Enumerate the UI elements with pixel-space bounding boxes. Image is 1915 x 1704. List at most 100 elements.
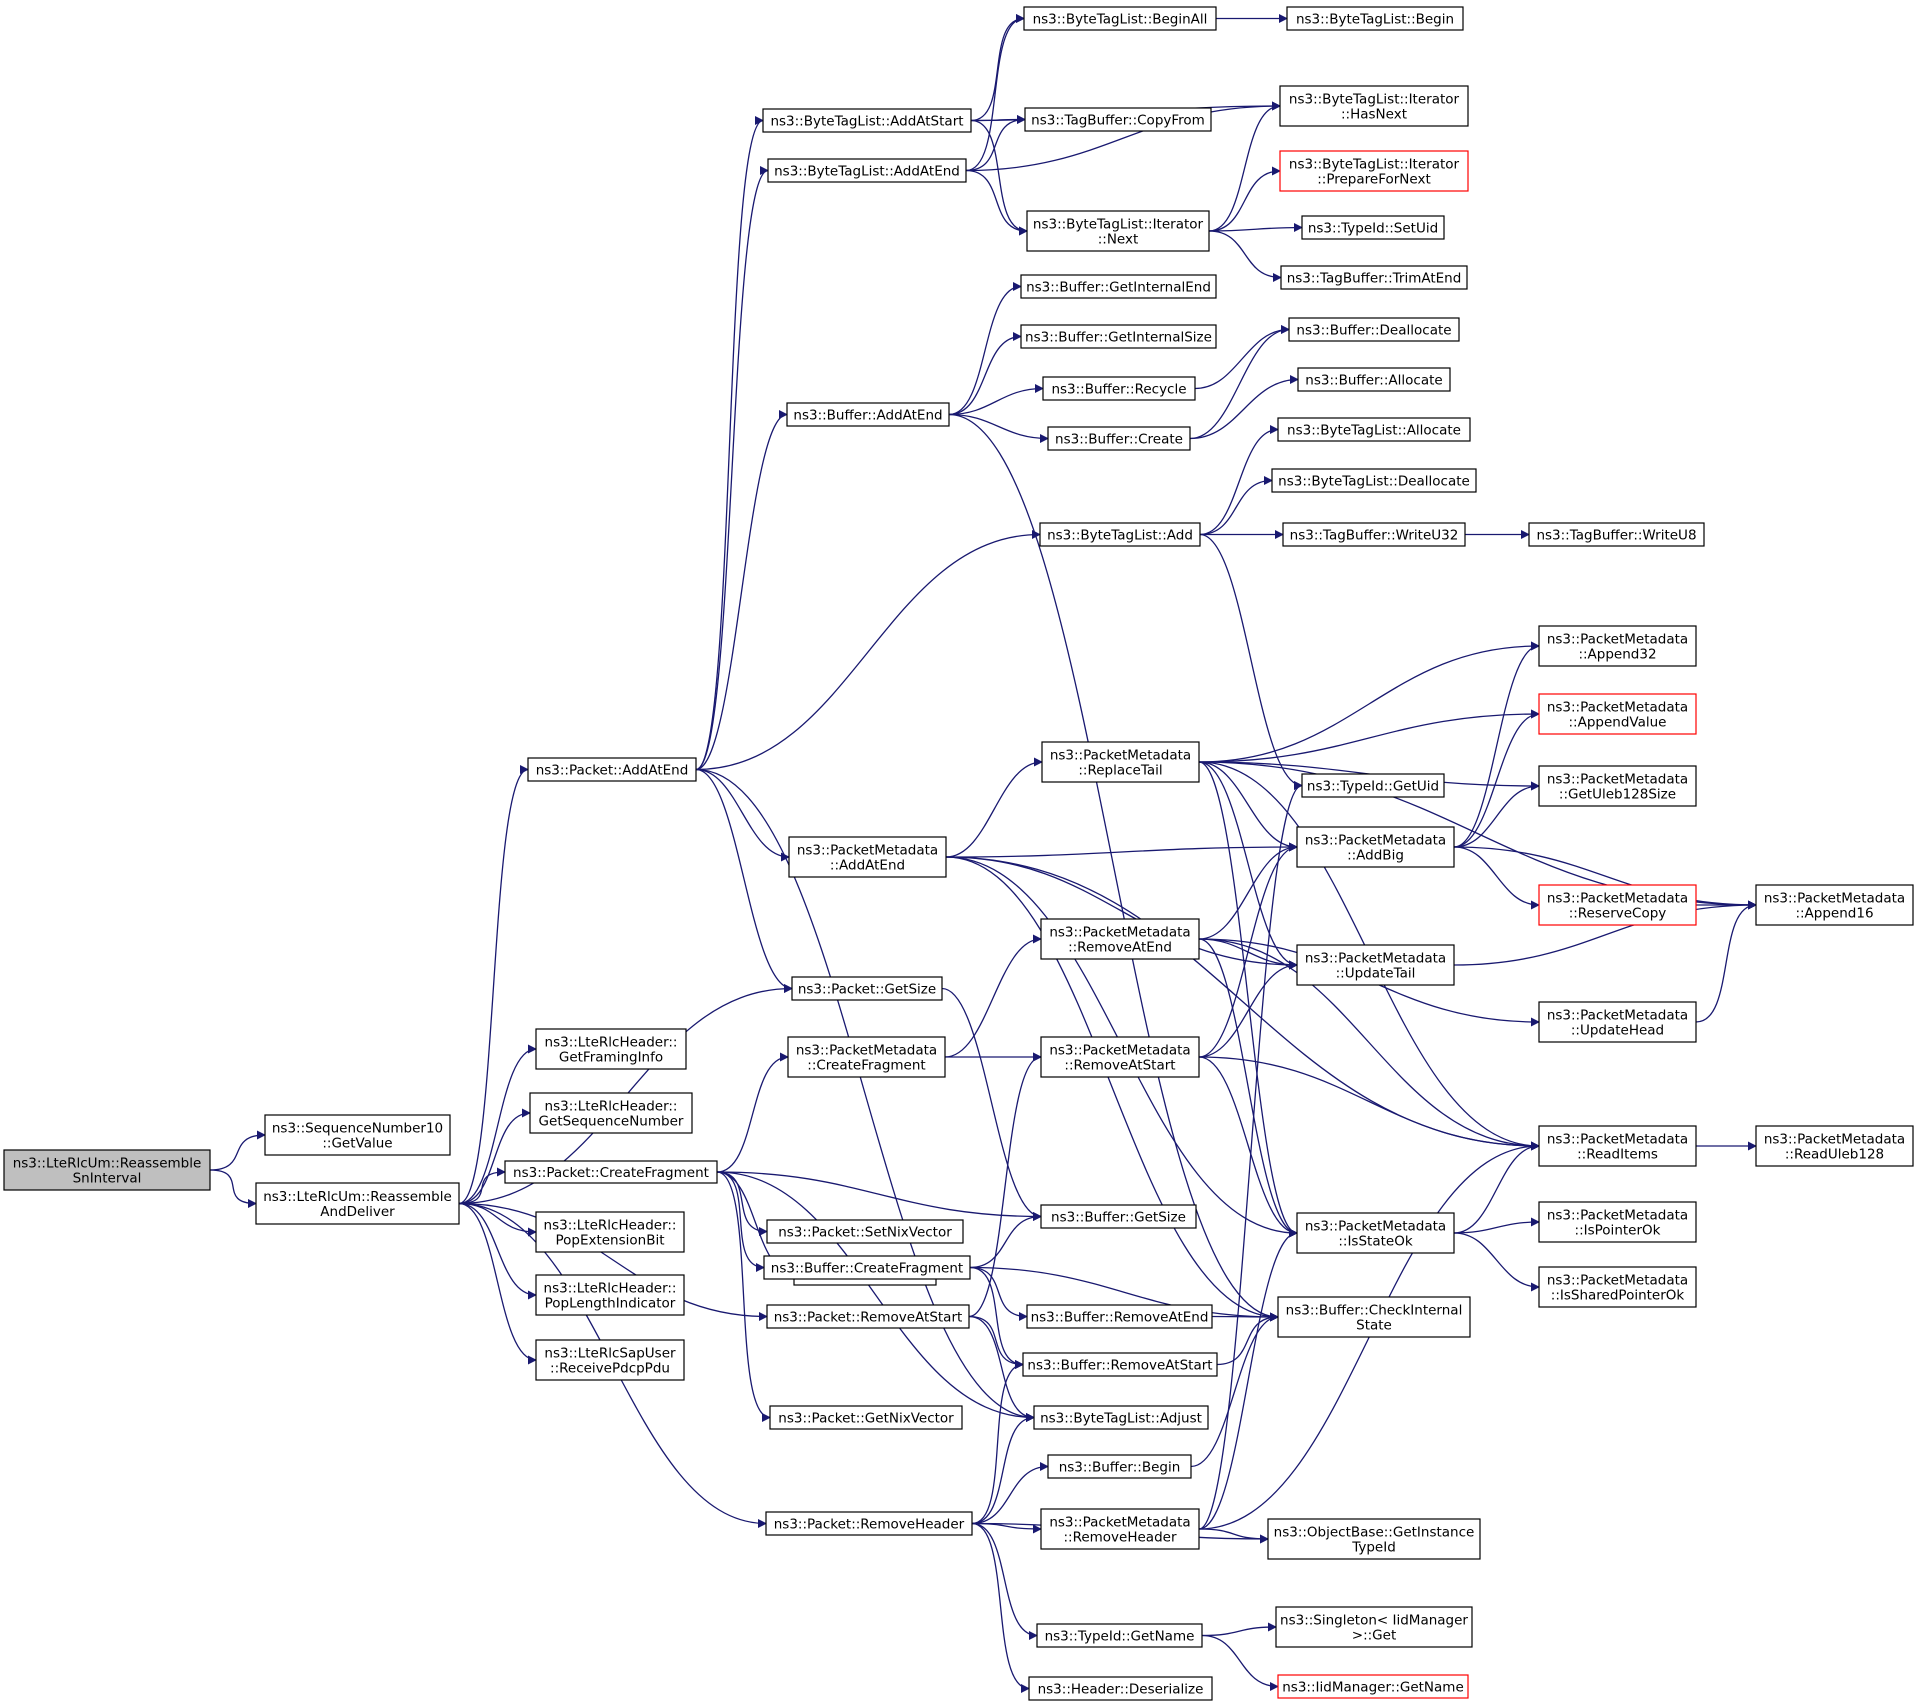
node-label: ns3::Buffer::GetInternalSize (1025, 330, 1212, 346)
node-pmav[interactable]: ns3::PacketMetadata::AppendValue (1538, 693, 1697, 735)
call-edge-pcf-to-pmcf (716, 1052, 789, 1173)
node-pras[interactable]: ns3::Packet::RemoveAtStart (766, 1304, 970, 1329)
node-btladd[interactable]: ns3::ByteTagList::Add (1039, 522, 1201, 547)
node-balloc[interactable]: ns3::Buffer::Allocate (1297, 367, 1451, 392)
node-label: ns3::Buffer::AddAtEnd (793, 408, 942, 424)
node-btladj[interactable]: ns3::ByteTagList::Adjust (1033, 1405, 1209, 1430)
node-tbcf[interactable]: ns3::TagBuffer::CopyFrom (1024, 107, 1212, 132)
node-box (1040, 1036, 1200, 1078)
node-bcre[interactable]: ns3::Buffer::Create (1047, 426, 1191, 451)
node-bufaae[interactable]: ns3::Buffer::AddAtEnd (786, 402, 950, 427)
node-singget[interactable]: ns3::Singleton< IidManager >::Get (1275, 1606, 1473, 1648)
node-getnix[interactable]: ns3::Packet::GetNixVector (769, 1405, 963, 1430)
node-paae[interactable]: ns3::Packet::AddAtEnd (527, 757, 697, 782)
node-tbw32[interactable]: ns3::TagBuffer::WriteU32 (1282, 522, 1466, 547)
node-pmcf[interactable]: ns3::PacketMetadata::CreateFragment (787, 1036, 946, 1078)
node-pmiso[interactable]: ns3::PacketMetadata::IsStateOk (1296, 1212, 1455, 1254)
call-edge-btladd-to-tiduid (1199, 533, 1303, 790)
node-brec[interactable]: ns3::Buffer::Recycle (1042, 376, 1196, 401)
node-pgs[interactable]: ns3::Packet::GetSize (791, 976, 943, 1001)
call-edge-paae-to-pgs (695, 768, 793, 993)
call-edge-bcf-to-bgs (969, 1212, 1042, 1269)
node-pma16[interactable]: ns3::PacketMetadata::Append16 (1755, 884, 1914, 926)
node-bbeg[interactable]: ns3::Buffer::Begin (1047, 1454, 1192, 1479)
node-iidname[interactable]: ns3::IidManager::GetName (1277, 1674, 1469, 1699)
node-setuid[interactable]: ns3::TypeId::SetUid (1301, 215, 1445, 240)
node-label: ns3::TagBuffer::CopyFrom (1031, 113, 1205, 129)
node-pmru[interactable]: ns3::PacketMetadata::ReadUleb128 (1755, 1125, 1914, 1167)
call-edge-pmcf-to-pmrae (944, 934, 1042, 1058)
node-bgis[interactable]: ns3::Buffer::GetInternalSize (1020, 324, 1217, 349)
node-btldealloc[interactable]: ns3::ByteTagList::Deallocate (1271, 468, 1477, 493)
node-hdes[interactable]: ns3::Header::Deserialize (1028, 1676, 1213, 1701)
node-tbtrim[interactable]: ns3::TagBuffer::TrimAtEnd (1280, 265, 1468, 290)
node-setnix[interactable]: ns3::Packet::SetNixVector (766, 1219, 964, 1244)
node-btlaae[interactable]: ns3::ByteTagList::AddAtEnd (767, 158, 967, 183)
call-edge-paae-to-btladd (695, 530, 1041, 771)
node-pmrh[interactable]: ns3::PacketMetadata::RemoveHeader (1040, 1508, 1200, 1550)
node-btlba[interactable]: ns3::ByteTagList::BeginAll (1023, 6, 1217, 31)
node-bdealloc[interactable]: ns3::Buffer::Deallocate (1288, 317, 1460, 342)
node-framing[interactable]: ns3::LteRlcHeader::GetFramingInfo (535, 1028, 687, 1070)
node-bras[interactable]: ns3::Buffer::RemoveAtStart (1022, 1352, 1218, 1377)
node-label: ::RemoveAtStart (1064, 1058, 1175, 1074)
node-pma32[interactable]: ns3::PacketMetadata::Append32 (1538, 625, 1697, 667)
node-box (1280, 265, 1468, 290)
node-btlalloc[interactable]: ns3::ByteTagList::Allocate (1277, 417, 1471, 442)
node-tiduid[interactable]: ns3::TypeId::GetUid (1301, 773, 1445, 798)
node-btlbeg[interactable]: ns3::ByteTagList::Begin (1286, 6, 1464, 31)
node-pmrae[interactable]: ns3::PacketMetadata::RemoveAtEnd (1040, 918, 1200, 960)
node-box (1296, 944, 1455, 986)
node-label: ns3::PacketMetadata (1547, 700, 1688, 716)
node-getseq[interactable]: ns3::LteRlcHeader::GetSequenceNumber (529, 1092, 693, 1134)
node-seqget[interactable]: ns3::SequenceNumber10::GetValue (264, 1114, 451, 1156)
call-edge-pmrt-to-pmut (1198, 761, 1298, 970)
node-poplen[interactable]: ns3::LteRlcHeader::PopLengthIndicator (535, 1274, 685, 1316)
node-btlitnext[interactable]: ns3::ByteTagList::Iterator::Next (1026, 210, 1210, 252)
node-btlpfn[interactable]: ns3::ByteTagList::Iterator::PrepareForNe… (1279, 150, 1469, 192)
node-brae[interactable]: ns3::Buffer::RemoveAtEnd (1026, 1304, 1213, 1329)
node-pmgu[interactable]: ns3::PacketMetadata::GetUleb128Size (1538, 765, 1697, 807)
call-edge-pmrae-to-pmiso (1198, 938, 1298, 1238)
node-pmaae[interactable]: ns3::PacketMetadata::AddAtEnd (788, 836, 947, 878)
node-pmuh[interactable]: ns3::PacketMetadata::UpdateHead (1538, 1001, 1697, 1043)
node-pmrt[interactable]: ns3::PacketMetadata::ReplaceTail (1041, 741, 1200, 783)
node-label: ns3::LteRlcHeader:: (545, 1035, 678, 1051)
node-box (1538, 765, 1697, 807)
node-box (529, 1092, 693, 1134)
node-prh[interactable]: ns3::Packet::RemoveHeader (765, 1511, 973, 1536)
node-pmut[interactable]: ns3::PacketMetadata::UpdateTail (1296, 944, 1455, 986)
node-tbw8[interactable]: ns3::TagBuffer::WriteU8 (1528, 522, 1705, 547)
node-pcf[interactable]: ns3::Packet::CreateFragment (504, 1160, 718, 1184)
node-pmras[interactable]: ns3::PacketMetadata::RemoveAtStart (1040, 1036, 1200, 1078)
node-box (1024, 107, 1212, 132)
node-pmrc[interactable]: ns3::PacketMetadata::ReserveCopy (1538, 884, 1697, 926)
node-label: ns3::Buffer::CreateFragment (771, 1261, 963, 1277)
node-btlhn[interactable]: ns3::ByteTagList::Iterator::HasNext (1279, 85, 1469, 127)
call-edge-btlaas-to-btlitnext (970, 119, 1028, 236)
node-bcf[interactable]: ns3::Buffer::CreateFragment (763, 1255, 971, 1280)
node-label: ns3::SequenceNumber10 (272, 1121, 443, 1137)
node-recv[interactable]: ns3::LteRlcSapUser::ReceivePdcpPdu (535, 1339, 685, 1381)
node-bgie[interactable]: ns3::Buffer::GetInternalEnd (1020, 274, 1217, 299)
call-edge-pgs-to-bgs (941, 987, 1042, 1221)
node-label: ::UpdateHead (1571, 1023, 1664, 1039)
call-edge-root-to-rad (209, 1169, 257, 1208)
node-bgs[interactable]: ns3::Buffer::GetSize (1040, 1204, 1197, 1229)
node-label: ns3::Packet::GetNixVector (778, 1411, 954, 1427)
call-edge-pras-to-bras (968, 1315, 1024, 1369)
node-btlaas[interactable]: ns3::ByteTagList::AddAtStart (762, 108, 972, 133)
node-pmispo[interactable]: ns3::PacketMetadata::IsSharedPointerOk (1538, 1266, 1697, 1308)
node-popext[interactable]: ns3::LteRlcHeader::PopExtensionBit (535, 1211, 685, 1253)
node-pmab[interactable]: ns3::PacketMetadata::AddBig (1296, 826, 1455, 868)
node-tidname[interactable]: ns3::TypeId::GetName (1036, 1623, 1203, 1648)
node-label: ns3::LteRlcSapUser (544, 1346, 676, 1362)
node-pmipo[interactable]: ns3::PacketMetadata::IsPointerOk (1538, 1201, 1697, 1243)
node-pmri[interactable]: ns3::PacketMetadata::ReadItems (1538, 1125, 1697, 1167)
node-label: ns3::ByteTagList::AddAtStart (770, 114, 963, 130)
